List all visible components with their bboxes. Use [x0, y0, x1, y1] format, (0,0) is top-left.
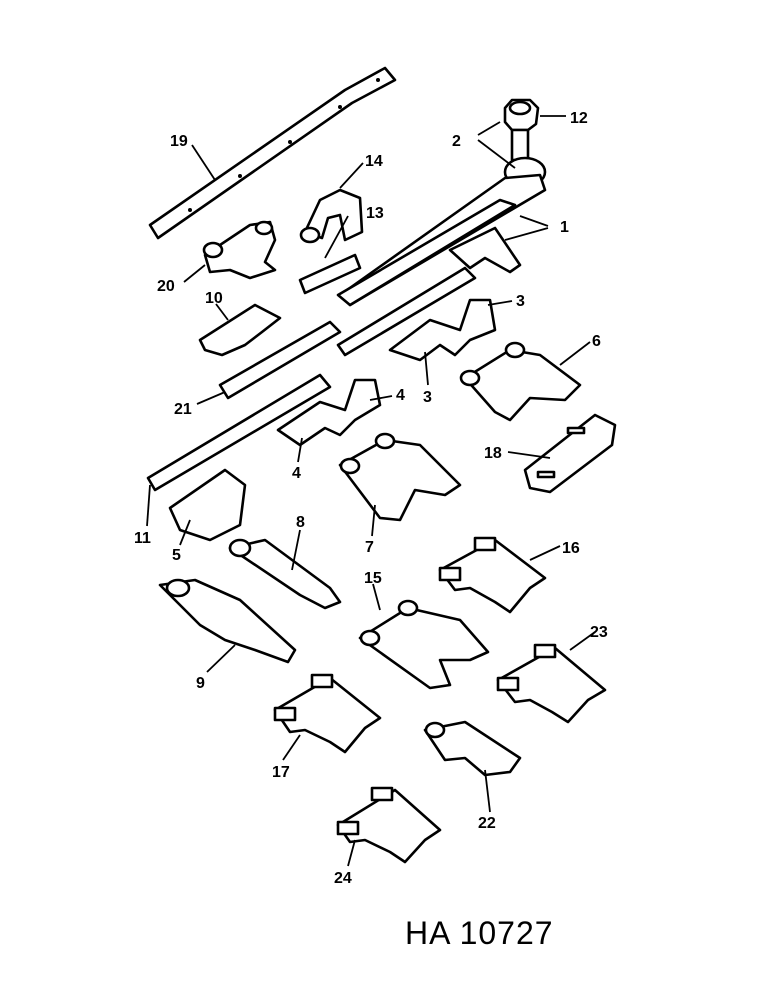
part-1-bar	[336, 198, 522, 307]
leader-lines	[146, 115, 596, 867]
callout-3a: 3	[516, 293, 525, 310]
callout-21: 21	[174, 401, 192, 418]
part-16-guard	[438, 536, 547, 614]
part-9-arm	[158, 578, 297, 664]
callout-20: 20	[157, 278, 175, 295]
callout-24: 24	[334, 870, 352, 887]
callout-23: 23	[590, 624, 608, 641]
callout-16: 16	[562, 540, 580, 557]
part-17-guard	[273, 673, 382, 754]
part-24-guard	[336, 786, 442, 864]
callout-18: 18	[484, 445, 502, 462]
callout-19: 19	[170, 133, 188, 150]
part-7-guard	[338, 432, 462, 522]
callout-17: 17	[272, 764, 290, 781]
callout-10: 10	[205, 290, 223, 307]
part-18-plate	[523, 413, 617, 494]
part-19-bar	[148, 66, 397, 240]
callout-14: 14	[365, 153, 383, 170]
callout-15: 15	[364, 570, 382, 587]
callout-11: 11	[134, 530, 151, 547]
callout-6: 6	[592, 333, 601, 350]
part-21-bar	[218, 320, 342, 400]
part-8-arm	[228, 538, 342, 610]
drawing-number: HA 10727	[405, 915, 554, 951]
bar-mid	[336, 266, 477, 357]
part-13-plate	[298, 253, 362, 295]
part-20-bracket	[202, 220, 277, 280]
callout-7: 7	[365, 539, 374, 556]
part-11-bar	[146, 373, 332, 492]
callout-13: 13	[366, 205, 384, 222]
callout-4b: 4	[292, 465, 301, 482]
part-14-clip	[299, 188, 364, 244]
part-4-sections	[276, 378, 382, 447]
callout-22: 22	[478, 815, 496, 832]
part-3-sections	[388, 298, 497, 362]
callout-12: 12	[570, 110, 588, 127]
part-12-nut	[503, 98, 540, 132]
callout-4a: 4	[396, 387, 405, 404]
part-10-plate	[198, 303, 282, 357]
callout-labels: 1 2 3 3 4 4 5 6 7 8 9 10 11 12 13 14 15 …	[134, 110, 608, 887]
part-6-guard	[459, 341, 582, 422]
callout-2: 2	[452, 133, 461, 150]
part-15-guard	[358, 599, 490, 690]
part-23-guard	[496, 643, 607, 724]
callout-5: 5	[172, 547, 181, 564]
callout-3b: 3	[423, 389, 432, 406]
callout-1: 1	[560, 219, 569, 236]
callout-8: 8	[296, 514, 305, 531]
callout-9: 9	[196, 675, 205, 692]
part-5-bracket	[168, 468, 247, 542]
part-22-guard	[423, 720, 522, 777]
